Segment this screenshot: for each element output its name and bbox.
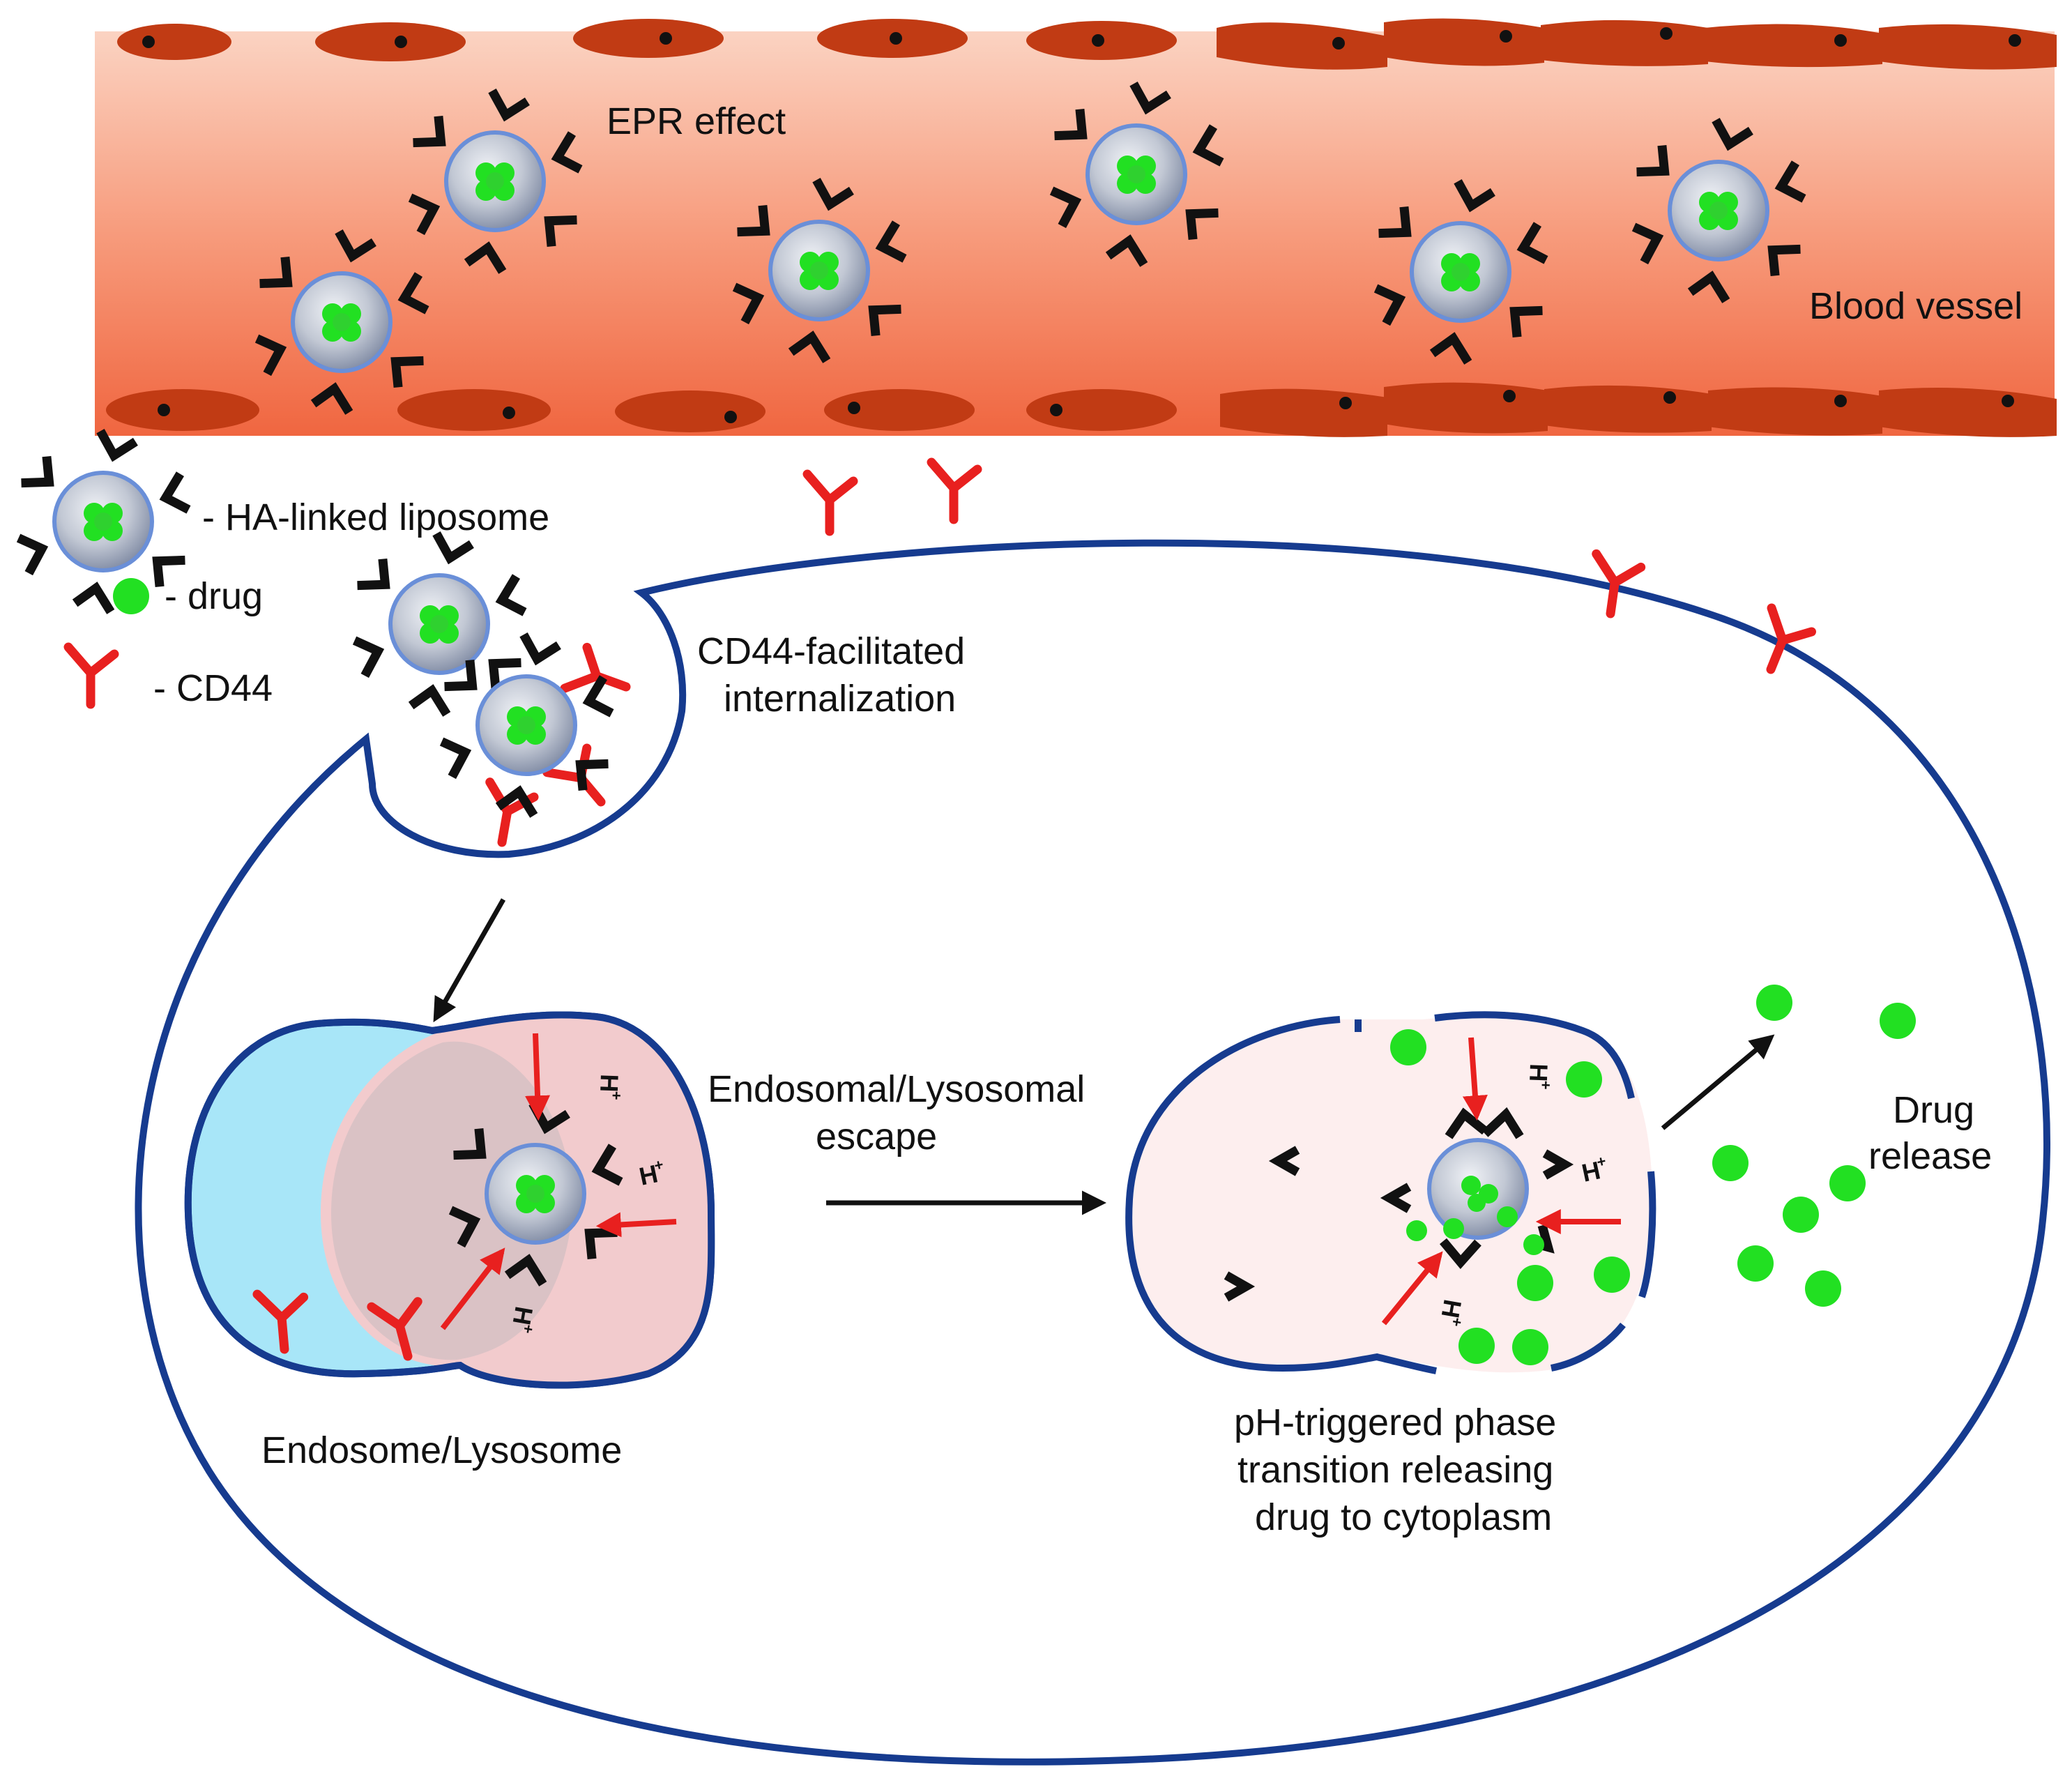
vesicle-membrane — [1550, 1322, 1626, 1372]
cell-membrane — [135, 539, 2050, 1766]
proton-label: H+ — [1436, 1298, 1468, 1328]
fusion-overlap — [331, 1041, 572, 1360]
vesicle-membrane — [1125, 1016, 1437, 1374]
h-influx-arrow — [1462, 1037, 1488, 1121]
proton-label: H+ — [1579, 1152, 1608, 1187]
svg-text:H: H — [595, 1074, 624, 1093]
cd44-internalization-label-line1: CD44-facilitated — [697, 630, 965, 672]
drug-dot-icon — [1390, 1029, 1630, 1365]
legend: - HA-linked liposome - drug - CD44 — [13, 431, 549, 709]
endothelial-cells-bottom — [106, 382, 2057, 437]
svg-text:+: + — [1447, 1316, 1466, 1328]
svg-text:+: + — [653, 1155, 665, 1174]
endosome-lysosome-label: Endosome/Lysosome — [261, 1429, 622, 1471]
endosome-lysosome: H+ H+ H+ — [184, 1011, 715, 1389]
legend-drug-label: - drug — [165, 575, 263, 617]
svg-text:+: + — [1595, 1152, 1608, 1171]
legend-cd44-label: - CD44 — [153, 667, 273, 709]
proton-label: H+ — [595, 1074, 625, 1100]
svg-text:+: + — [608, 1091, 625, 1100]
endosomal-escape-label-line2: escape — [816, 1116, 937, 1158]
h-influx-arrow — [440, 1247, 505, 1330]
blood-vessel: EPR effect Blood vessel — [95, 18, 2057, 437]
legend-liposome-label: - HA-linked liposome — [202, 496, 549, 538]
drug-release-label-line2: release — [1868, 1135, 1992, 1177]
ph-triggered-label-line2: transition releasing — [1237, 1449, 1553, 1491]
proton-label: H+ — [1524, 1063, 1555, 1090]
svg-text:+: + — [519, 1323, 538, 1335]
cd44-internalization-label-line2: internalization — [724, 678, 956, 720]
drug-dot-icon — [113, 578, 149, 614]
tumor-cell: CD44-facilitated internalization H+ H+ H… — [135, 462, 2050, 1766]
ph-triggered-label-line1: pH-triggered phase — [1234, 1402, 1556, 1443]
drug-release-arrow — [1661, 1034, 1775, 1130]
h-influx-arrow — [595, 1212, 677, 1238]
blood-vessel-label: Blood vessel — [1809, 285, 2023, 327]
cd44-receptor-icon — [480, 782, 535, 847]
endothelial-cells-top — [117, 18, 2057, 70]
h-influx-arrow — [1381, 1251, 1443, 1326]
proton-label: H+ — [508, 1305, 539, 1335]
drug-release-label-line1: Drug — [1893, 1089, 1974, 1131]
ph-triggered-label-line3: drug to cytoplasm — [1255, 1496, 1552, 1538]
released-drug-dots — [1712, 985, 1916, 1307]
vesicle-membrane — [1434, 1011, 1635, 1100]
endosomal-escape-label-line1: Endosomal/Lysosomal — [708, 1068, 1085, 1110]
h-influx-arrow — [525, 1033, 551, 1121]
epr-effect-label: EPR effect — [607, 100, 786, 142]
internalization-arrow — [433, 898, 506, 1023]
svg-text:+: + — [1537, 1080, 1555, 1090]
cd44-receptor-icon — [68, 647, 114, 704]
cd44-receptor-icon — [931, 462, 977, 519]
ruptured-endosome: H+ H+ H+ — [1125, 1011, 1656, 1374]
svg-text:H: H — [1524, 1063, 1553, 1082]
cd44-receptor-icon — [807, 474, 853, 531]
vesicle-membrane — [1638, 1171, 1656, 1298]
